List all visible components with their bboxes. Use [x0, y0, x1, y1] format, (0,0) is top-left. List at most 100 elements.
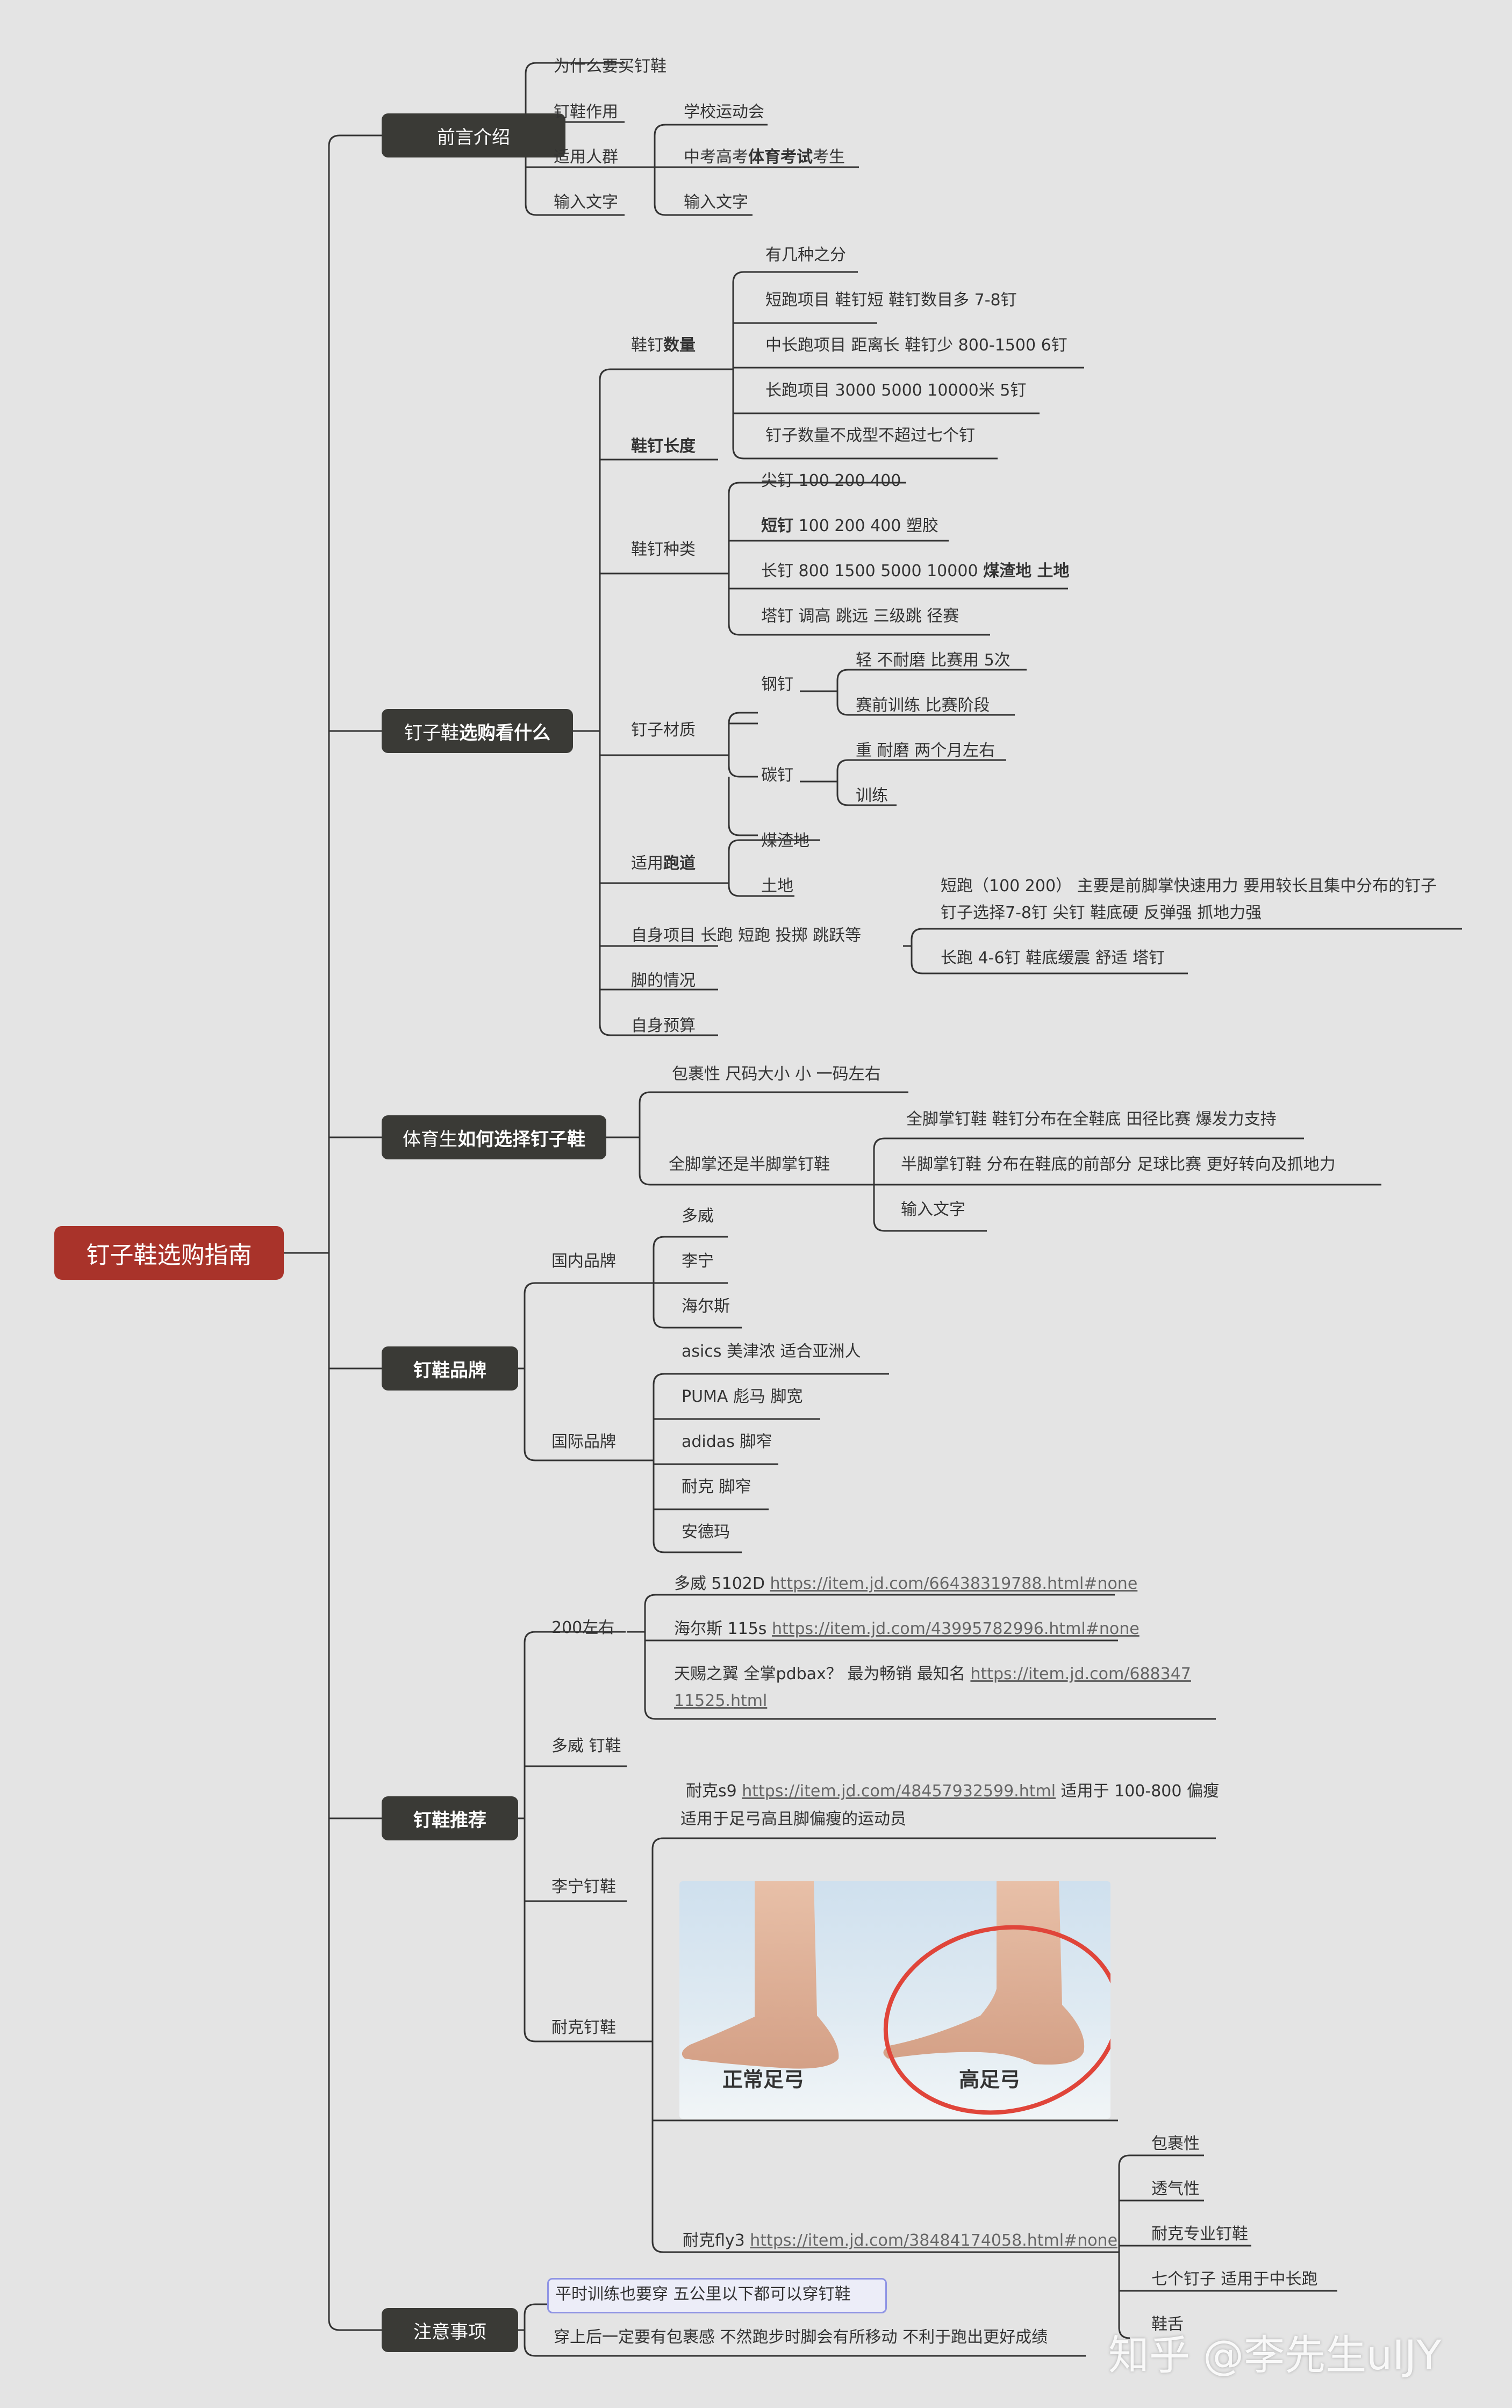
- kind-item-4[interactable]: 塔钉 调高 跳远 三级跳 径赛: [761, 607, 959, 626]
- fly3-item-3[interactable]: 七个钉子 适用于中长跑: [1151, 2270, 1318, 2289]
- event-long[interactable]: 长跑 4-6钉 鞋底缓震 舒适 塔钉: [941, 949, 1165, 968]
- track-item-0[interactable]: 煤渣地: [761, 832, 809, 850]
- node-recommend[interactable]: 钉鞋推荐: [382, 1796, 518, 1840]
- intro-effect-child[interactable]: 学校运动会: [684, 103, 764, 121]
- node-buy-guide[interactable]: 钉子鞋选购看什么: [382, 709, 573, 753]
- buy-event[interactable]: 自身项目 长跑 短跑 投掷 跳跃等: [631, 926, 862, 945]
- intro-crowd[interactable]: 适用人群: [554, 148, 618, 167]
- event-sprint-1[interactable]: 短跑（100 200） 主要是前脚掌快速用力 要用较长且集中分布的钉子: [941, 877, 1437, 895]
- domestic-item-1[interactable]: 李宁: [682, 1252, 714, 1271]
- s9-link[interactable]: https://item.jd.com/48457932599.html: [742, 1782, 1056, 1801]
- count-item-3[interactable]: 长跑项目 3000 5000 10000米 5钉: [765, 381, 1027, 400]
- steel-item-1[interactable]: 赛前训练 比赛阶段: [856, 696, 990, 715]
- foot-arch-image: 正常足弓 高足弓: [679, 1881, 1110, 2119]
- kind-3-b: 煤渣地 土地: [983, 562, 1070, 580]
- intl-item-1[interactable]: PUMA 彪马 脚宽: [682, 1387, 803, 1406]
- event-sprint-2[interactable]: 钉子选择7-8钉 尖钉 鞋底硬 反弹强 抓地力强: [941, 904, 1262, 922]
- track-item-1[interactable]: 土地: [761, 877, 793, 895]
- node-pe-student[interactable]: 体育生如何选择钉子鞋: [382, 1115, 606, 1159]
- buy-material[interactable]: 钉子材质: [631, 721, 696, 740]
- intro-why[interactable]: 为什么要买钉鞋: [554, 57, 667, 76]
- high-arch-circle: [883, 1925, 1110, 2115]
- p2-link[interactable]: https://item.jd.com/43995782996.html#non…: [771, 1619, 1140, 1638]
- material-carbon[interactable]: 碳钉: [761, 766, 793, 785]
- buy-count-b: 数量: [663, 336, 696, 355]
- rec-price[interactable]: 200左右: [551, 1618, 615, 1637]
- s9-a: 耐克s9: [686, 1782, 742, 1801]
- fly3-link[interactable]: https://item.jd.com/38484174058.html#non…: [750, 2231, 1118, 2250]
- kind-item-2[interactable]: 短钉 100 200 400 塑胶: [761, 516, 938, 536]
- fly3-item-0[interactable]: 包裹性: [1151, 2134, 1200, 2153]
- buy-kind[interactable]: 鞋钉种类: [631, 540, 696, 559]
- fly3-item-2[interactable]: 耐克专业钉鞋: [1151, 2225, 1248, 2244]
- fly3-a: 耐克fly3: [683, 2231, 750, 2250]
- rec-lining[interactable]: 李宁钉鞋: [551, 1877, 616, 1896]
- intro-effect[interactable]: 钉鞋作用: [554, 103, 618, 121]
- buy-count[interactable]: 鞋钉数量: [631, 335, 696, 356]
- rec-s9-line2[interactable]: 适用于足弓高且脚偏瘦的运动员: [680, 1810, 906, 1829]
- buy-foot[interactable]: 脚的情况: [631, 971, 696, 990]
- material-steel[interactable]: 钢钉: [761, 675, 793, 694]
- pe-wrap[interactable]: 包裹性 尺码大小 小 一码左右: [672, 1065, 881, 1084]
- intl-item-2[interactable]: adidas 脚窄: [682, 1432, 772, 1451]
- node-buy-guide-b: 选购看什么: [459, 722, 550, 744]
- kind-item-3[interactable]: 长钉 800 1500 5000 10000 煤渣地 土地: [761, 561, 1070, 582]
- palm-item-2[interactable]: 输入文字: [901, 1200, 965, 1219]
- p3-link-2[interactable]: 11525.html: [674, 1692, 768, 1710]
- label-high-arch: 高足弓: [959, 2068, 1021, 2091]
- node-pe-a: 体育生: [403, 1128, 457, 1150]
- p1-link[interactable]: https://item.jd.com/66438319788.html#non…: [770, 1574, 1138, 1593]
- crowd-b: 体育考试: [748, 148, 813, 167]
- kind-item-1[interactable]: 尖钉 100 200 400: [761, 471, 901, 490]
- count-item-1[interactable]: 短跑项目 鞋钉短 鞋钉数目多 7-8钉: [765, 291, 1017, 310]
- palm-item-0[interactable]: 全脚掌钉鞋 鞋钉分布在全鞋底 田径比赛 爆发力支持: [906, 1110, 1277, 1129]
- intro-input-1[interactable]: 输入文字: [554, 193, 618, 212]
- rec-p3[interactable]: 天赐之翼 全掌pdbax？ 最为畅销 最知名 https://item.jd.c…: [674, 1664, 1191, 1685]
- intl-item-4[interactable]: 安德玛: [682, 1523, 730, 1542]
- rec-p3-line2[interactable]: 11525.html: [674, 1691, 767, 1711]
- brand-intl[interactable]: 国际品牌: [551, 1432, 616, 1451]
- rec-nike[interactable]: 耐克钉鞋: [551, 2018, 616, 2037]
- buy-track[interactable]: 适用跑道: [631, 854, 696, 874]
- node-notes[interactable]: 注意事项: [382, 2308, 518, 2352]
- intl-item-0[interactable]: asics 美津浓 适合亚洲人: [682, 1342, 861, 1361]
- root-node[interactable]: 钉子鞋选购指南: [54, 1226, 284, 1280]
- count-item-0[interactable]: 有几种之分: [765, 246, 846, 264]
- carbon-item-1[interactable]: 训练: [856, 786, 888, 805]
- fly3-item-1[interactable]: 透气性: [1151, 2180, 1200, 2198]
- fly3-item-4[interactable]: 鞋舌: [1151, 2315, 1184, 2334]
- foot-illustration: [682, 1881, 1110, 2115]
- rec-fly3[interactable]: 耐克fly3 https://item.jd.com/38484174058.h…: [683, 2231, 1117, 2251]
- rec-s9[interactable]: 耐克s9 https://item.jd.com/48457932599.htm…: [686, 1781, 1219, 1802]
- count-item-4[interactable]: 钉子数量不成型不超过七个钉: [765, 426, 975, 445]
- crowd-c: 考生: [813, 148, 845, 167]
- brand-domestic[interactable]: 国内品牌: [551, 1252, 616, 1271]
- node-intro[interactable]: 前言介绍: [382, 113, 565, 157]
- node-buy-guide-a: 钉子鞋: [404, 722, 459, 744]
- palm-item-1[interactable]: 半脚掌钉鞋 分布在鞋底的前部分 足球比赛 更好转向及抓地力: [901, 1155, 1336, 1174]
- domestic-item-2[interactable]: 海尔斯: [682, 1297, 730, 1316]
- node-brands[interactable]: 钉鞋品牌: [382, 1346, 518, 1391]
- watermark: 知乎 @李先生uIJY: [1108, 2331, 1442, 2379]
- p3-link-1[interactable]: https://item.jd.com/688347: [970, 1665, 1191, 1683]
- node-pe-b: 如何选择钉子鞋: [457, 1128, 585, 1150]
- rec-duowei[interactable]: 多威 钉鞋: [551, 1737, 621, 1755]
- track-b: 跑道: [663, 854, 696, 873]
- kind-2-a: 短钉: [761, 517, 793, 535]
- rec-p2[interactable]: 海尔斯 115s https://item.jd.com/43995782996…: [674, 1619, 1140, 1639]
- steel-item-0[interactable]: 轻 不耐磨 比赛用 5次: [856, 651, 1011, 670]
- note-1-box[interactable]: 平时训练也要穿 五公里以下都可以穿钉鞋: [547, 2278, 887, 2313]
- buy-length[interactable]: 鞋钉长度: [631, 437, 696, 456]
- note-1: 平时训练也要穿 五公里以下都可以穿钉鞋: [555, 2285, 851, 2304]
- intl-item-3[interactable]: 耐克 脚窄: [682, 1478, 751, 1496]
- carbon-item-0[interactable]: 重 耐磨 两个月左右: [856, 741, 995, 760]
- domestic-item-0[interactable]: 多威: [682, 1207, 714, 1226]
- rec-p1[interactable]: 多威 5102D https://item.jd.com/66438319788…: [674, 1574, 1137, 1594]
- count-item-2[interactable]: 中长跑项目 距离长 鞋钉少 800-1500 6钉: [765, 336, 1067, 355]
- note-2[interactable]: 穿上后一定要有包裹感 不然跑步时脚会有所移动 不利于跑出更好成绩: [554, 2328, 1048, 2347]
- label-normal-arch: 正常足弓: [722, 2068, 805, 2091]
- intro-input-2[interactable]: 输入文字: [684, 193, 748, 212]
- buy-budget[interactable]: 自身预算: [631, 1016, 696, 1035]
- pe-palm[interactable]: 全脚掌还是半脚掌钉鞋: [669, 1155, 830, 1174]
- intro-crowd-child[interactable]: 中考高考体育考试考生: [684, 147, 845, 168]
